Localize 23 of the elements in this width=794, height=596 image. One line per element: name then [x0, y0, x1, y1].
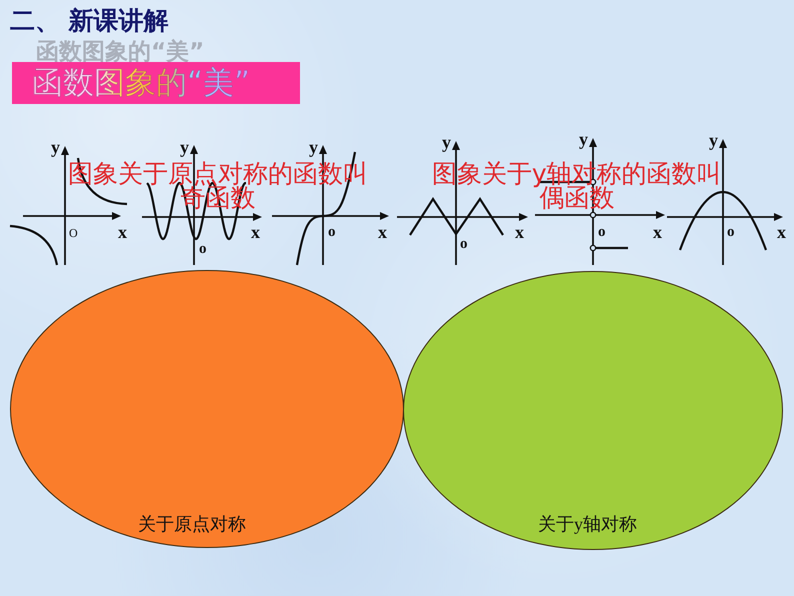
axis-label: x	[118, 224, 127, 240]
axis-label: x	[251, 224, 260, 240]
heading-shadow-text: 函数图象的“美”	[36, 40, 204, 64]
axis-label: x	[653, 224, 662, 240]
region-label: 关于原点对称	[138, 514, 246, 534]
region-label: 关于y轴对称	[538, 514, 637, 534]
origin-label: o	[328, 226, 336, 238]
axis-label: y	[180, 139, 189, 155]
axis-label: y	[51, 139, 60, 155]
axis-label: y	[579, 131, 588, 147]
axis-label: x	[378, 224, 387, 240]
origin-label: o	[460, 238, 468, 250]
axis-label: y	[309, 139, 318, 155]
origin-label: O	[69, 228, 78, 238]
origin-label: o	[199, 243, 206, 255]
axis-label: y	[442, 134, 451, 150]
origin-label: o	[727, 226, 734, 238]
axis-label: y	[709, 132, 718, 148]
slide-title: 二、 新课讲解	[10, 5, 169, 37]
axis-label: x	[777, 224, 786, 240]
origin-label: o	[598, 226, 606, 238]
heading-banner	[12, 62, 300, 104]
axis-label: x	[515, 224, 524, 240]
